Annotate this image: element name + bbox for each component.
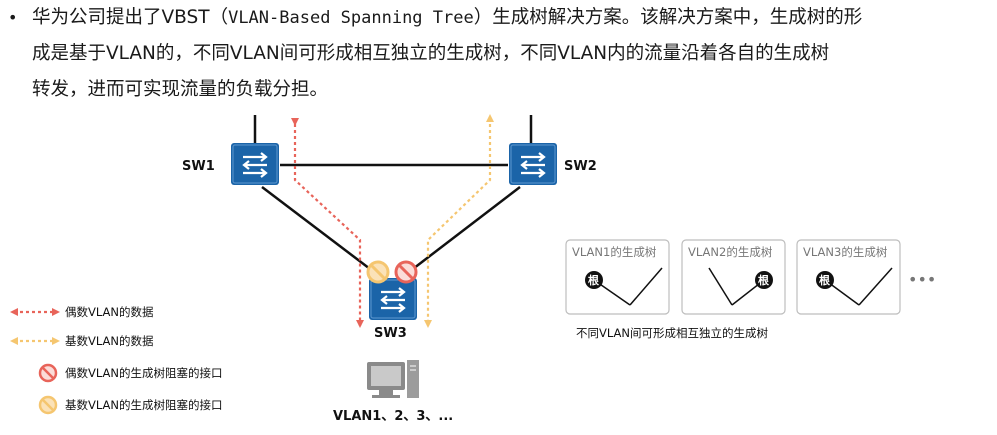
more-trees-ellipsis: •••	[908, 270, 936, 289]
legend: 偶数VLAN的数据 基数VLAN的数据 偶数VLAN的生成树阻塞的接口 基数VL…	[10, 305, 223, 415]
sw2-switch-icon	[507, 141, 559, 187]
tree-card-vlan3: VLAN3的生成树 根	[796, 239, 901, 315]
line1-part-a: 华为公司提出了VBST（	[32, 7, 229, 28]
odd-vlan-arrow-up	[486, 114, 494, 122]
tree-card-vlan1: VLAN1的生成树 根	[565, 239, 670, 315]
odd-vlan-arrow-down	[424, 320, 432, 328]
pc-vlan-label: VLAN1、2、3、...	[333, 409, 453, 424]
sw1-label: SW1	[182, 159, 215, 174]
tree-card-vlan2: VLAN2的生成树 根	[681, 239, 786, 315]
root-label-vlan1: 根	[588, 273, 600, 287]
line1-mono: VLAN-Based Spanning Tree	[228, 8, 474, 28]
legend-even-data: 偶数VLAN的数据	[65, 305, 154, 319]
even-vlan-arrow-down	[356, 320, 364, 328]
legend-odd-data: 基数VLAN的数据	[65, 334, 154, 348]
tree-title-vlan2: VLAN2的生成树	[688, 245, 773, 259]
pc-icon	[367, 360, 419, 398]
root-label-vlan2: 根	[758, 273, 770, 287]
bullet: •	[8, 8, 18, 27]
paragraph-line-2: 成是基于VLAN的，不同VLAN间可形成相互独立的生成树，不同VLAN内的流量沿…	[32, 43, 830, 64]
blocked-port-even-icon	[394, 260, 418, 284]
odd-vlan-path	[426, 118, 492, 326]
paragraph-line-3: 转发，进而可实现流量的负载分担。	[32, 79, 329, 100]
root-label-vlan3: 根	[819, 273, 831, 287]
sw3-switch-icon	[367, 276, 419, 322]
tree-title-vlan3: VLAN3的生成树	[803, 245, 888, 259]
tree-title-vlan1: VLAN1的生成树	[572, 245, 657, 259]
sw2-label: SW2	[564, 159, 597, 174]
legend-odd-blocked: 基数VLAN的生成树阻塞的接口	[65, 398, 223, 412]
sw1-switch-icon	[229, 141, 281, 187]
line1-part-b: ）生成树解决方案。该解决方案中，生成树的形	[473, 7, 863, 28]
blocked-port-odd-icon	[366, 260, 390, 284]
paragraph-line-1: 华为公司提出了VBST（VLAN-Based Spanning Tree）生成树…	[32, 2, 862, 34]
sw3-label: SW3	[374, 326, 407, 341]
link-sw2-sw3	[404, 186, 521, 276]
legend-even-blocked: 偶数VLAN的生成树阻塞的接口	[65, 366, 223, 380]
trees-caption: 不同VLAN间可形成相互独立的生成树	[576, 326, 769, 340]
even-vlan-arrow-up	[291, 118, 299, 126]
link-sw1-sw3	[261, 186, 379, 276]
even-vlan-path	[293, 118, 362, 326]
